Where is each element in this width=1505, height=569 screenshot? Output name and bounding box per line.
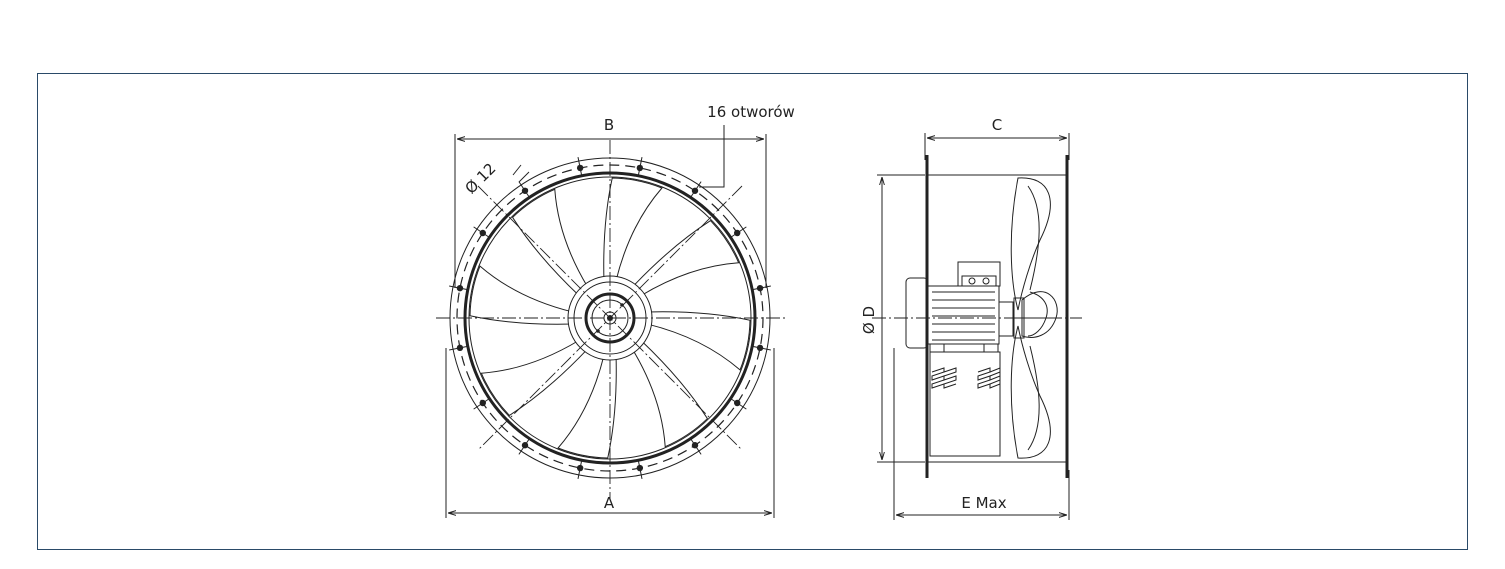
hole-dim-leader: [512, 164, 522, 176]
bolt-hole: [449, 284, 469, 292]
front-view: B A 16 otworów Ø 12: [436, 103, 795, 518]
hole-diameter-label: Ø 12: [461, 159, 499, 197]
bolt-hole: [751, 284, 771, 292]
fan-blade: [631, 339, 709, 448]
bolt-hole-group: [449, 157, 771, 479]
mounting-springs: [931, 367, 1001, 389]
fan-blade: [511, 188, 589, 297]
bolt-hole: [518, 181, 531, 199]
bolt-hole: [449, 344, 469, 352]
motor-bracket: [929, 351, 1001, 457]
fan-blade: [469, 265, 573, 325]
fan-blade: [603, 177, 663, 281]
bolt-hole: [729, 226, 747, 239]
blade-group: [469, 177, 751, 459]
side-view: C Ø D E Max: [860, 116, 1082, 520]
bolt-hole: [636, 157, 644, 177]
bolt-hole: [636, 459, 644, 479]
diagonal-centerline: [477, 185, 743, 451]
dim-c-label: C: [992, 116, 1002, 134]
holes-note-label: 16 otworów: [707, 103, 795, 121]
bolt-hole: [689, 181, 702, 199]
bolt-hole: [576, 459, 584, 479]
drawing-frame: [37, 73, 1468, 550]
fan-blade: [647, 311, 751, 371]
dim-a-label: A: [604, 494, 615, 512]
fan-blade: [557, 355, 617, 459]
bolt-hole: [751, 344, 771, 352]
bolt-hole: [729, 397, 747, 410]
terminal-box: [957, 261, 1001, 287]
bolt-hole: [518, 437, 531, 455]
dim-e-label: E Max: [961, 494, 1006, 512]
hole-dim-leader: [518, 171, 530, 183]
bolt-hole: [473, 397, 491, 410]
bolt-hole: [473, 226, 491, 239]
dim-d-label: Ø D: [860, 306, 878, 334]
dim-b-label: B: [604, 116, 614, 134]
bolt-hole: [689, 437, 702, 455]
fan-blade: [480, 339, 589, 417]
holes-leader-line: [699, 125, 725, 188]
motor: [905, 261, 1060, 353]
fan-blade: [631, 219, 740, 297]
bolt-hole: [576, 157, 584, 177]
